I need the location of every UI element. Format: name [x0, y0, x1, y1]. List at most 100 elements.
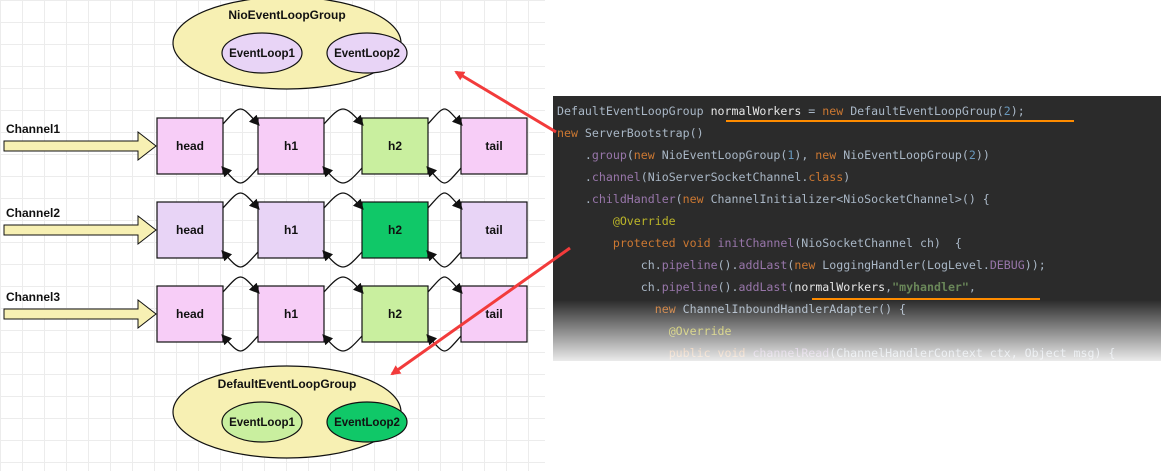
- channel-label-1: Channel1: [6, 122, 60, 136]
- handler-h2-label: h2: [388, 307, 402, 321]
- handler-h1-label: h1: [284, 307, 298, 321]
- channel-input-arrow-1: [3, 130, 157, 162]
- code-token: .: [584, 192, 592, 206]
- default-group-title: DefaultEventLoopGroup: [218, 377, 357, 391]
- handler-head-box: [156, 285, 224, 343]
- handler-tail-box: [460, 285, 528, 343]
- code-token: group: [591, 148, 627, 162]
- code-token: new: [815, 148, 844, 162]
- default-group-eventloop-1: [221, 401, 303, 443]
- code-line: new ServerBootstrap(): [557, 124, 704, 142]
- code-token: (: [626, 148, 634, 162]
- code-token: new: [557, 126, 585, 140]
- backward-connector-arrow: [221, 334, 259, 352]
- forward-connector-arrow: [222, 108, 260, 126]
- handler-tail-label: tail: [485, 307, 502, 321]
- code-token: ,: [968, 280, 976, 294]
- code-line: .group(new NioEventLoopGroup(1), new Nio…: [557, 146, 990, 164]
- code-token: (NioServerSocketChannel.: [640, 170, 809, 184]
- handler-head-label: head: [176, 307, 204, 321]
- code-line: ch.pipeline().addLast(new LoggingHandler…: [557, 256, 1046, 274]
- normal-workers-underline-1: [726, 120, 1074, 122]
- code-token: LoggingHandler(LogLevel.: [822, 258, 990, 272]
- handler-tail-label: tail: [485, 139, 502, 153]
- code-token: ().: [717, 280, 739, 294]
- forward-connector-arrow: [323, 108, 364, 126]
- code-token: ch.: [640, 258, 662, 272]
- nio-group-eventloop-1: [221, 32, 303, 74]
- code-token: 1: [787, 148, 795, 162]
- code-token: 2: [968, 148, 976, 162]
- nio-group-title: NioEventLoopGroup: [228, 8, 345, 22]
- handler-head-box: [156, 117, 224, 175]
- handler-h2-label: h2: [388, 139, 402, 153]
- code-token: DefaultEventLoopGroup(: [850, 104, 1004, 118]
- code-token: addLast: [738, 280, 788, 294]
- pointer-arrow-to-nio-group: [454, 70, 557, 134]
- pointer-arrow-to-default-group: [390, 246, 571, 376]
- handler-head-label: head: [176, 223, 204, 237]
- handler-h2-label: h2: [388, 223, 402, 237]
- code-token: normalWorkers: [710, 104, 802, 118]
- code-token: initChannel: [717, 236, 795, 250]
- handler-h1-box: [257, 201, 325, 259]
- channel-label-2: Channel2: [6, 206, 60, 220]
- code-token: (NioSocketChannel ch) {: [794, 236, 962, 250]
- backward-connector-arrow: [221, 250, 259, 268]
- forward-connector-arrow: [427, 192, 463, 210]
- handler-tail-box: [460, 201, 528, 259]
- code-token: childHandler: [591, 192, 676, 206]
- handler-head-box: [156, 201, 224, 259]
- forward-connector-arrow: [222, 276, 260, 294]
- code-token: new: [794, 258, 823, 272]
- code-token: addLast: [738, 258, 788, 272]
- channel-label-3: Channel3: [6, 290, 60, 304]
- forward-connector-arrow: [323, 192, 364, 210]
- code-token: ),: [794, 148, 816, 162]
- code-token: "myhandler": [892, 280, 969, 294]
- code-token: ().: [717, 258, 739, 272]
- handler-h1-label: h1: [284, 139, 298, 153]
- handler-head-label: head: [176, 139, 204, 153]
- channel-input-arrow-3: [3, 298, 157, 330]
- handler-h2-box: [361, 201, 429, 259]
- code-token: @Override: [612, 214, 676, 228]
- code-token: (: [675, 192, 683, 206]
- code-token: ch.: [640, 280, 662, 294]
- code-token: NioEventLoopGroup(: [661, 148, 788, 162]
- code-token: new: [633, 148, 662, 162]
- nio-group-eventloop-2-label: EventLoop2: [334, 48, 400, 60]
- nio-group-eventloop-2: [326, 32, 408, 74]
- default-group-eventloop-2: [326, 401, 408, 443]
- code-line: .channel(NioServerSocketChannel.class): [557, 168, 850, 186]
- code-token: class: [808, 170, 844, 184]
- forward-connector-arrow: [323, 276, 364, 294]
- handler-h1-label: h1: [284, 223, 298, 237]
- channel-input-arrow-2: [3, 214, 157, 246]
- code-token: new: [682, 192, 711, 206]
- handler-h1-box: [257, 117, 325, 175]
- backward-connector-arrow: [322, 334, 363, 352]
- backward-connector-arrow: [426, 166, 462, 184]
- default-group-eventloop-1-label: EventLoop1: [229, 417, 295, 429]
- backward-connector-arrow: [426, 334, 462, 352]
- code-line: @Override: [557, 212, 676, 230]
- handler-h2-box: [361, 117, 429, 175]
- nio-group-eventloop-1-label: EventLoop1: [229, 48, 295, 60]
- normal-workers-underline-2: [812, 298, 1040, 300]
- code-token: )): [975, 148, 990, 162]
- forward-connector-arrow: [427, 276, 463, 294]
- code-token: );: [1010, 104, 1025, 118]
- code-line: protected void initChannel(NioSocketChan…: [557, 234, 962, 252]
- code-token: pipeline: [661, 280, 718, 294]
- code-line: .childHandler(new ChannelInitializer<Nio…: [557, 190, 990, 208]
- code-token: .: [584, 148, 592, 162]
- code-token: NioEventLoopGroup(: [843, 148, 969, 162]
- code-token: protected void: [612, 236, 718, 250]
- code-token: ,: [885, 280, 893, 294]
- handler-h2-box: [361, 285, 429, 343]
- forward-connector-arrow: [222, 192, 260, 210]
- code-line: ch.pipeline().addLast(normalWorkers,"myh…: [557, 278, 976, 296]
